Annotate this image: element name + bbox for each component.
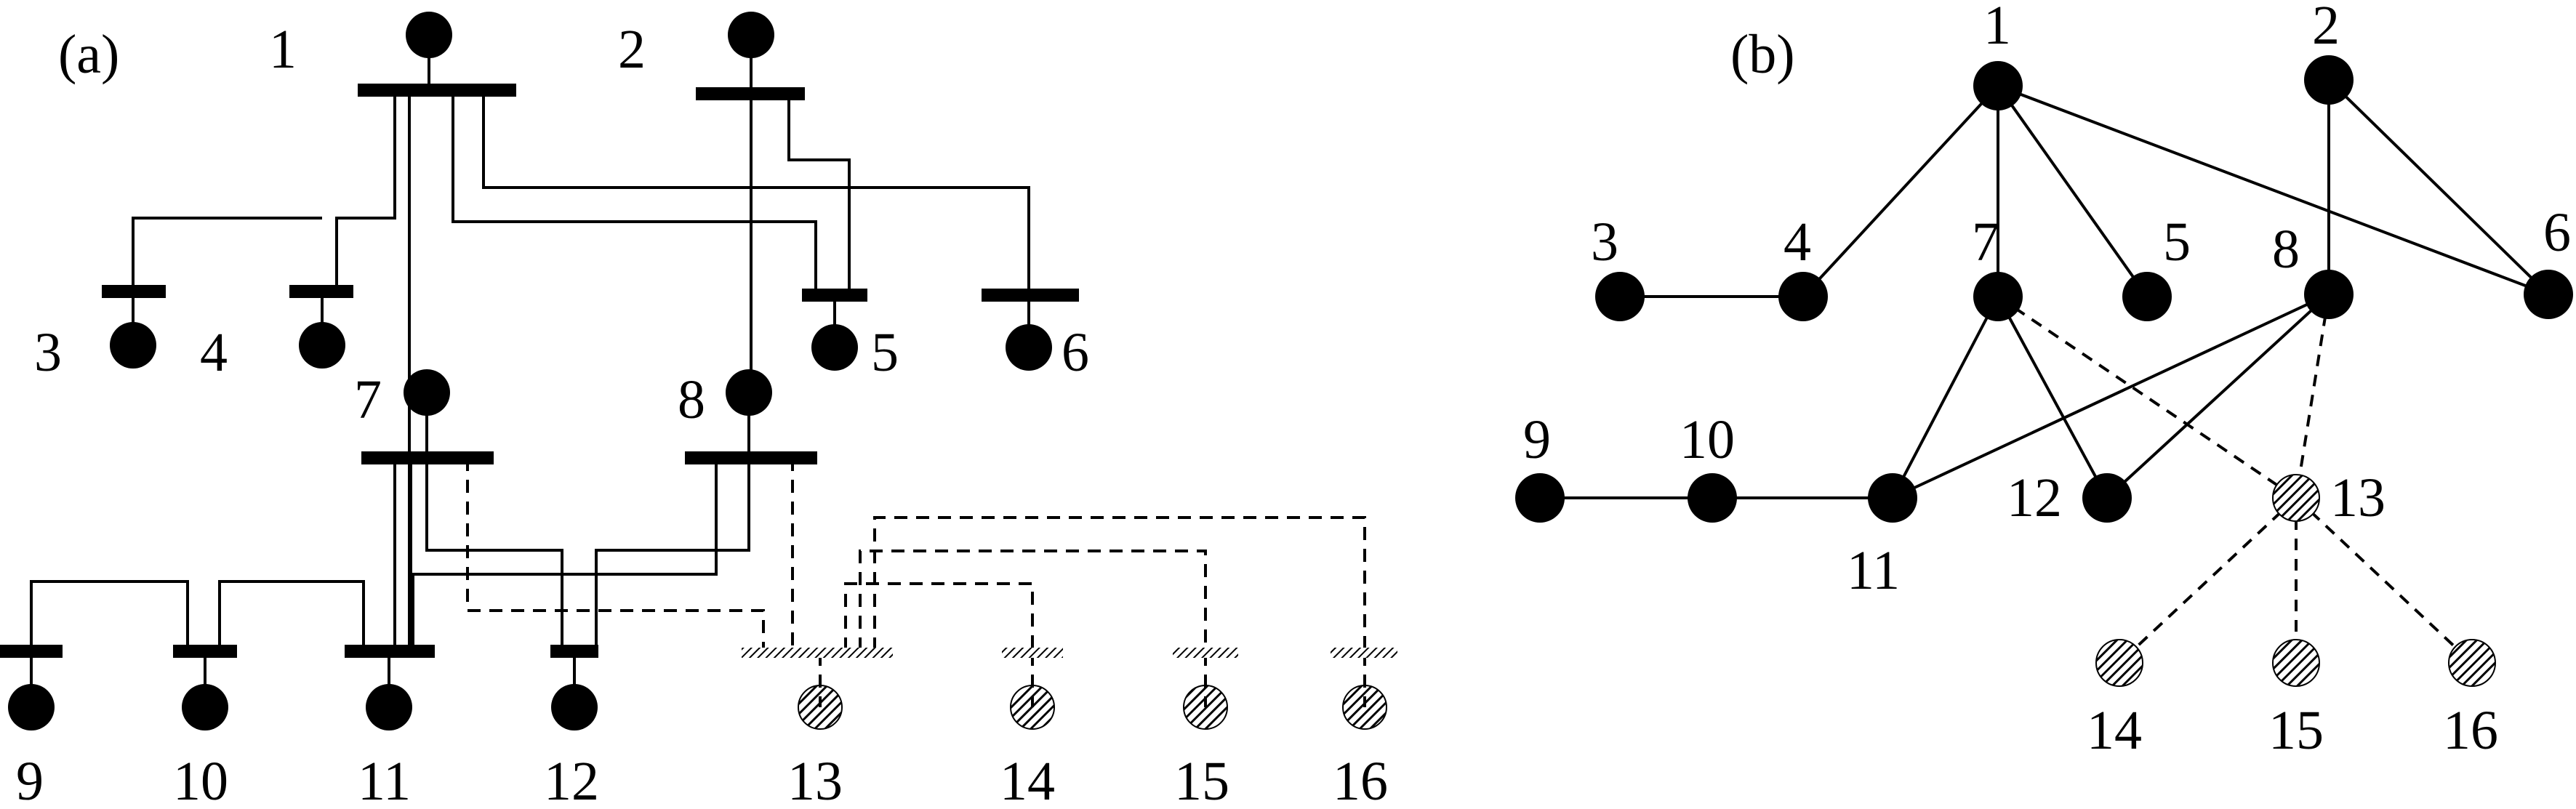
bus-3-label: 3: [34, 322, 62, 383]
bus-14-label: 14: [1000, 751, 1055, 809]
bus-14-candidate-bar: [1002, 648, 1063, 658]
edge-8-12: [2106, 293, 2330, 499]
line-2-5: [787, 94, 851, 291]
line-7-12: [425, 458, 563, 651]
line-9-10: [30, 580, 189, 651]
bus-5-bar: [802, 289, 867, 302]
node-5: [2122, 272, 2172, 321]
node-5-label: 5: [2163, 212, 2191, 273]
bus-8-label: 8: [678, 369, 705, 430]
bus-13-label: 13: [787, 751, 843, 809]
line-8-12: [595, 458, 750, 651]
line-10-11: [218, 580, 365, 651]
node-11: [1868, 473, 1917, 523]
node-1-label: 1: [1983, 0, 2011, 56]
bus-6-bar: [982, 289, 1079, 302]
line-1-5: [452, 91, 817, 291]
edge-8-11: [1892, 293, 2330, 499]
node-9-label: 9: [1523, 409, 1551, 470]
node-1: [1973, 61, 2023, 110]
bus-5-label: 5: [871, 322, 899, 383]
edge-1-4: [1802, 84, 1999, 298]
bus-3-bar: [102, 285, 166, 298]
node-9: [1515, 473, 1565, 523]
bus-16-candidate-bar: [1331, 648, 1397, 658]
node-7: [1973, 272, 2023, 321]
bus-8-bar: [685, 451, 817, 464]
node-12-label: 12: [2007, 467, 2062, 528]
node-7-label: 7: [1972, 212, 1999, 273]
bus-12-label: 12: [544, 751, 599, 809]
edge-2-6: [2327, 79, 2550, 296]
node-13-candidate: [2272, 474, 2320, 522]
panel-b-label: (b): [1730, 24, 1795, 85]
bus-11-bar: [345, 645, 435, 658]
line-1-6: [482, 91, 1030, 291]
node-6: [2524, 270, 2573, 319]
bus-4-label: 4: [200, 322, 228, 383]
node-3-label: 3: [1591, 212, 1618, 273]
node-4: [1778, 272, 1828, 321]
panel-a: (a): [0, 12, 1397, 809]
node-14-label: 14: [2087, 700, 2142, 761]
line-1-4: [335, 91, 396, 291]
bus-13-candidate-bar: [742, 648, 893, 658]
node-8-label: 8: [2272, 219, 2300, 280]
edge-1-5: [1997, 84, 2148, 298]
node-2-label: 2: [2312, 0, 2340, 56]
node-12: [2082, 473, 2132, 523]
bus-2-label: 2: [618, 19, 646, 80]
bus-7-bar: [361, 451, 494, 464]
node-4-label: 4: [1783, 212, 1811, 273]
bus-1-label: 1: [269, 19, 297, 80]
node-14-candidate: [2095, 639, 2143, 687]
node-3: [1595, 272, 1645, 321]
bus-9-label: 9: [16, 751, 44, 809]
edge-1-6: [1997, 84, 2549, 296]
bus-1-bar: [358, 84, 516, 97]
candidate-line-7-13: [466, 458, 765, 651]
bus-11-label: 11: [358, 751, 411, 809]
bus-10-bar: [173, 645, 237, 658]
node-13-label: 13: [2330, 467, 2386, 528]
bus-2-bar: [696, 87, 805, 100]
node-10-label: 10: [1680, 409, 1735, 470]
edge-7-12: [1997, 296, 2108, 499]
node-8: [2304, 270, 2354, 319]
line-3-4: [132, 217, 322, 291]
node-16-candidate: [2448, 639, 2496, 687]
bus-15-candidate-bar: [1173, 648, 1238, 658]
candidate-line-13-16: [873, 516, 1366, 653]
bus-15-label: 15: [1174, 751, 1229, 809]
node-16-label: 16: [2443, 700, 2498, 761]
candidate-edge-13-14: [2118, 496, 2298, 664]
node-2: [2304, 55, 2354, 105]
edge-7-11: [1891, 296, 1999, 499]
bus-16-label: 16: [1333, 751, 1388, 809]
candidate-line-13-15: [859, 550, 1207, 653]
panel-a-label: (a): [58, 24, 119, 85]
bus-7-label: 7: [354, 369, 382, 430]
candidate-line-13-14: [844, 582, 1034, 653]
node-10: [1688, 473, 1737, 523]
node-6-label: 6: [2543, 202, 2571, 263]
bus-12-bar: [550, 645, 598, 658]
line-8-11: [412, 458, 718, 651]
bus-10-label: 10: [173, 751, 228, 809]
node-15-candidate: [2272, 639, 2320, 687]
node-15-label: 15: [2268, 700, 2324, 761]
panel-b: (b): [1515, 0, 2573, 761]
bus-4-bar: [289, 285, 353, 298]
bus-9-bar: [0, 645, 63, 658]
node-11-label: 11: [1847, 540, 1900, 601]
candidate-edge-8-13: [2295, 294, 2330, 499]
bus-6-label: 6: [1062, 322, 1089, 383]
